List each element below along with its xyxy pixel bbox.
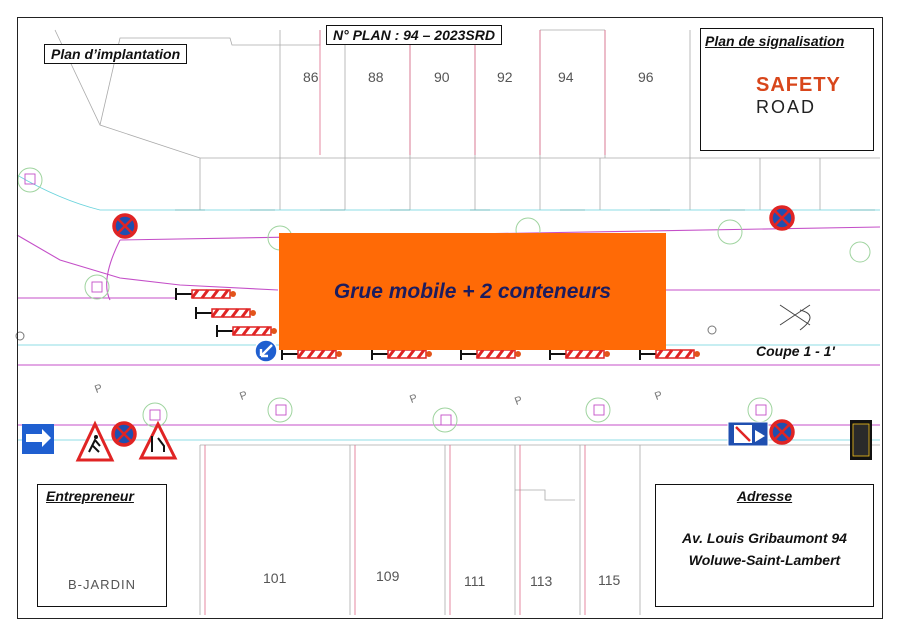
contractor-box: Entrepreneur B-JARDIN bbox=[37, 484, 167, 607]
signalisation-box: Plan de signalisation SAFETY ROAD bbox=[700, 28, 874, 151]
roadworks-sign-icon bbox=[75, 420, 115, 462]
no-stopping-sign-icon bbox=[769, 205, 795, 231]
barrier bbox=[371, 348, 432, 360]
house-number: 111 bbox=[464, 573, 486, 589]
house-number: 92 bbox=[497, 69, 513, 85]
barriers bbox=[175, 288, 700, 360]
house-number: 115 bbox=[598, 572, 621, 588]
keep-left-sign-icon bbox=[254, 339, 278, 363]
lamp-post-icon bbox=[707, 325, 717, 335]
road-narrowing-sign-icon bbox=[138, 420, 178, 460]
safetyroad-panel-icon bbox=[850, 420, 872, 460]
work-zone: Grue mobile + 2 conteneurs bbox=[279, 233, 666, 350]
address-title: Adresse bbox=[736, 488, 793, 504]
house-number: 109 bbox=[376, 568, 400, 584]
address-street: Av. Louis Gribaumont 94 bbox=[682, 530, 847, 546]
no-stopping-sign-icon bbox=[769, 419, 795, 445]
house-number: 101 bbox=[263, 570, 287, 586]
logo-word-road: ROAD bbox=[756, 97, 817, 117]
section-cut-icon bbox=[779, 304, 811, 331]
lamp-post-icon bbox=[15, 331, 25, 341]
one-way-sign-icon bbox=[22, 424, 54, 454]
house-number: 88 bbox=[368, 69, 384, 85]
work-zone-label: Grue mobile + 2 conteneurs bbox=[333, 280, 612, 303]
signalisation-title: Plan de signalisation bbox=[705, 33, 845, 49]
address-municipality: Woluwe-Saint-Lambert bbox=[688, 552, 841, 568]
barrier bbox=[175, 288, 236, 300]
section-label: Coupe 1 - 1' bbox=[756, 343, 835, 359]
plan-number: N° PLAN : 94 – 2023SRD bbox=[326, 25, 502, 45]
barrier bbox=[549, 348, 610, 360]
address-box: Adresse Av. Louis Gribaumont 94 Woluwe-S… bbox=[655, 484, 874, 607]
barrier bbox=[639, 348, 700, 360]
house-number: 86 bbox=[303, 69, 319, 85]
logo-word-safety: SAFETY bbox=[756, 74, 841, 96]
house-number: 90 bbox=[434, 69, 450, 85]
plan-title: Plan d’implantation bbox=[44, 44, 188, 64]
tree-pits bbox=[24, 173, 767, 426]
barrier bbox=[216, 325, 277, 337]
property-lines-top bbox=[319, 30, 606, 155]
drawing-frame bbox=[17, 17, 883, 619]
no-stopping-sign-icon bbox=[111, 421, 137, 447]
house-number: 113 bbox=[530, 573, 553, 589]
no-parking-zone-sign-icon bbox=[727, 421, 769, 447]
contractor-name: B-JARDIN bbox=[68, 577, 136, 592]
contractor-title: Entrepreneur bbox=[46, 488, 134, 504]
house-number: 96 bbox=[638, 69, 654, 85]
no-stopping-sign-icon bbox=[112, 213, 138, 239]
barrier bbox=[281, 348, 342, 360]
barrier bbox=[195, 307, 256, 319]
barrier bbox=[460, 348, 521, 360]
house-number: 94 bbox=[558, 69, 574, 85]
property-lines-bottom bbox=[204, 445, 586, 615]
